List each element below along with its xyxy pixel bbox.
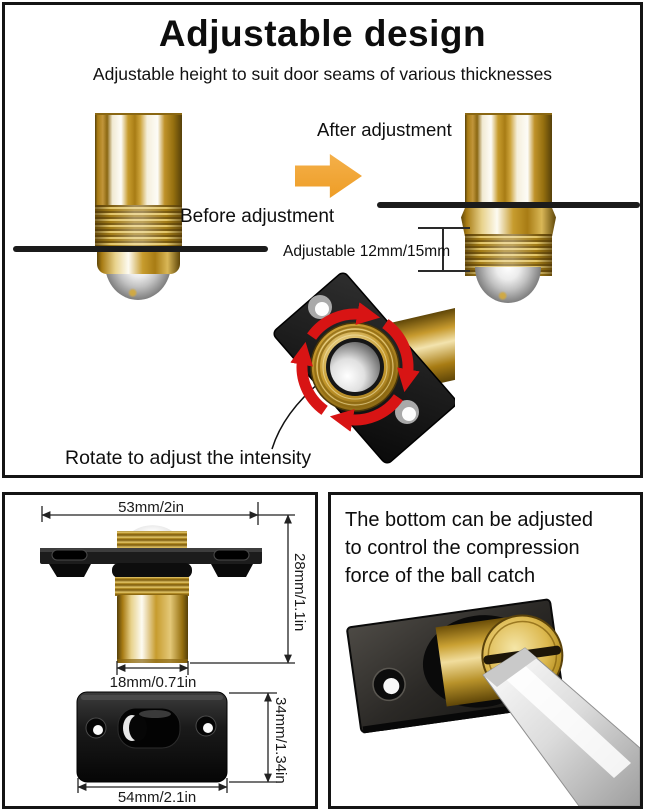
catch-threads xyxy=(95,205,182,248)
catch-body xyxy=(465,113,552,205)
dimension-lines xyxy=(41,502,295,675)
ball-catch-before-photo xyxy=(5,5,640,475)
bracket-line-top xyxy=(418,227,470,229)
dimension-label-barrel-diameter: 18mm/0.71in xyxy=(109,674,197,691)
page-title: Adjustable design xyxy=(158,13,487,54)
screw-hole xyxy=(308,295,332,319)
screwdriver-icon xyxy=(482,647,640,806)
ball-catch-after-photo xyxy=(5,5,640,475)
catch-flare xyxy=(461,206,556,236)
dimension-label-plate-width: 54mm/2.1in xyxy=(117,789,197,806)
threaded-ring-and-ball xyxy=(310,322,400,412)
screw-hole xyxy=(395,400,419,424)
dimension-diagram xyxy=(40,502,295,793)
screwdriver-adjust-photo xyxy=(346,598,640,806)
dimensions-panel: 53mm/2in 28mm/1.1in 18mm/0.71in 34mm/1.3… xyxy=(2,492,318,809)
catch-ball xyxy=(475,267,541,303)
bracket-line-vertical xyxy=(442,227,444,272)
rotate-arrows-icon xyxy=(290,302,420,432)
catch-body xyxy=(95,113,182,207)
door-edge-line xyxy=(13,246,268,252)
bracket-line-bottom xyxy=(418,270,470,272)
page-subtitle: Adjustable height to suit door seams of … xyxy=(92,64,553,84)
after-adjustment-label: After adjustment xyxy=(317,119,452,140)
dimension-label-catch-height: 28mm/1.1in xyxy=(291,553,308,632)
adjustment-panel: The bottom can be adjusted to control th… xyxy=(328,492,643,809)
adjustable-design-panel: Adjustable design Adjustable height to s… xyxy=(2,2,643,478)
ball-catch-side-photo xyxy=(40,525,262,663)
adjustable-range-label: Adjustable 12mm/15mm xyxy=(283,243,451,260)
dimension-lines xyxy=(77,692,277,793)
rotate-label: Rotate to adjust the intensity xyxy=(65,447,312,469)
dimension-label-plate-height: 34mm/1.34in xyxy=(272,697,289,784)
adjustment-description: The bottom can be adjusted to control th… xyxy=(345,509,593,587)
strike-plate-photo xyxy=(76,691,228,783)
dimension-label-catch-width: 53mm/2in xyxy=(118,499,184,516)
rotate-plate-photo xyxy=(271,272,455,464)
catch-collar xyxy=(97,248,180,274)
before-adjustment-label: Before adjustment xyxy=(180,206,335,227)
door-edge-line xyxy=(377,202,640,208)
